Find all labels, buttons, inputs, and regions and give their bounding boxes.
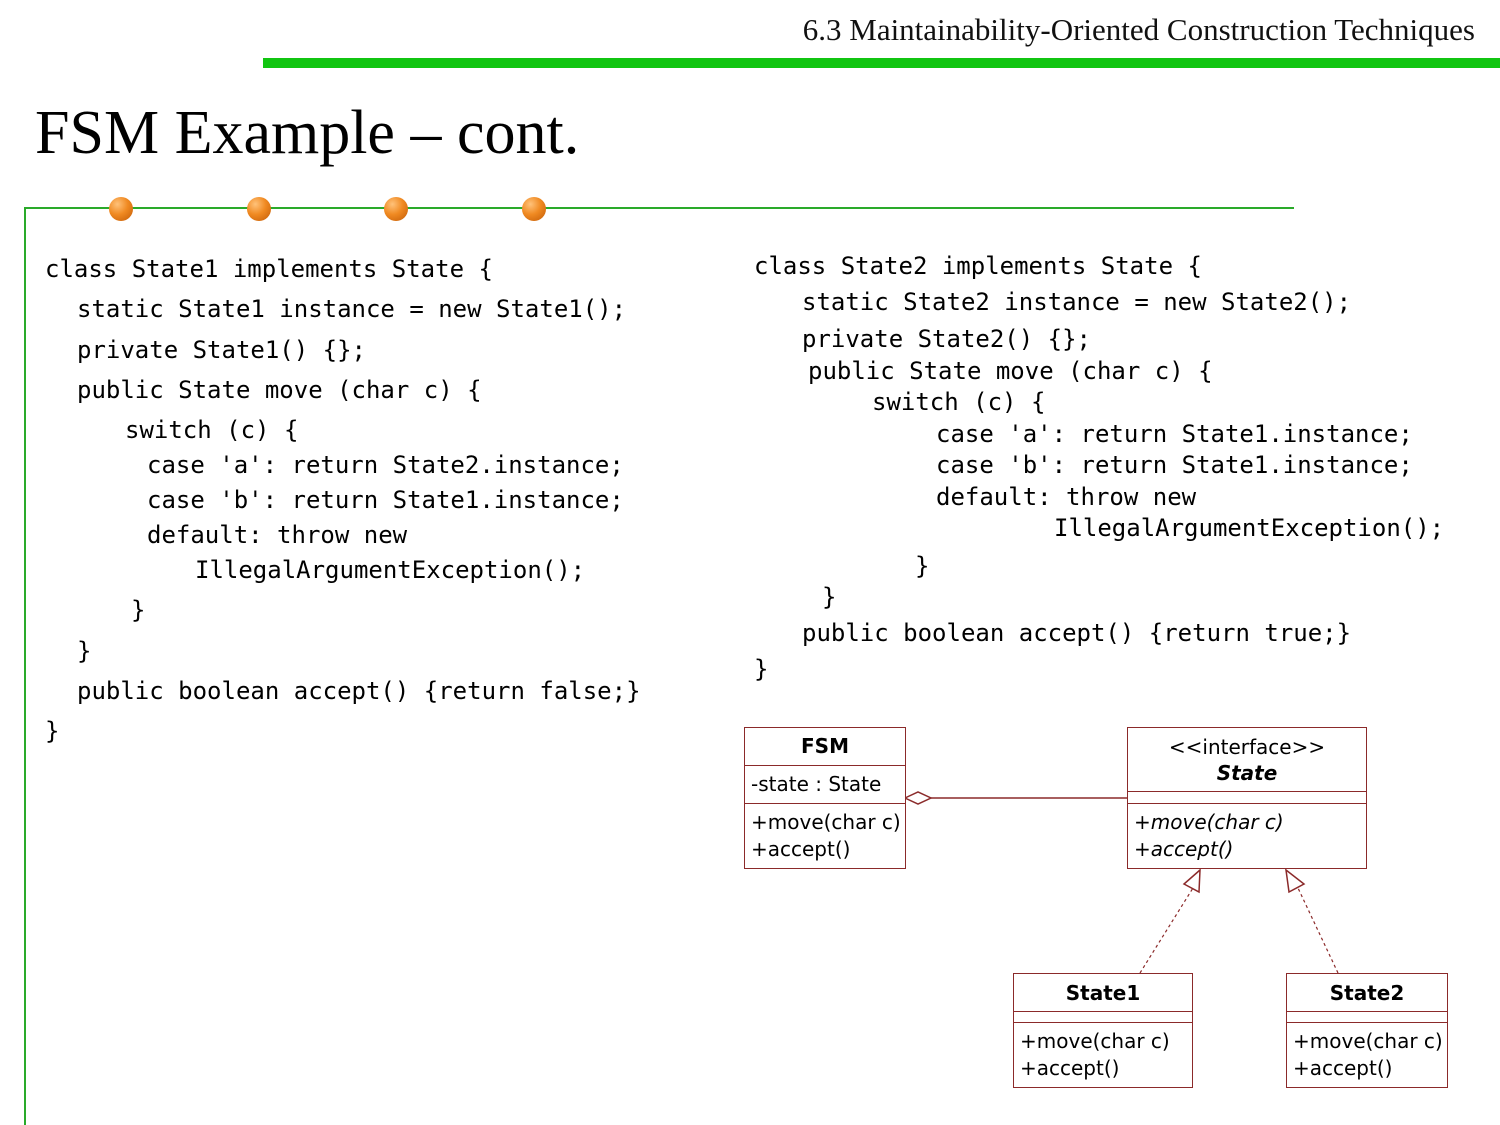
code-line: IllegalArgumentException(); bbox=[195, 556, 586, 584]
code-line: static State2 instance = new State2(); bbox=[802, 288, 1352, 316]
code-line: case 'a': return State1.instance; bbox=[936, 420, 1413, 448]
realization-arrowhead-state1 bbox=[1182, 868, 1201, 894]
decorative-dot bbox=[109, 197, 133, 221]
code-line: } bbox=[915, 552, 930, 580]
code-line: public boolean accept() {return true;} bbox=[802, 619, 1352, 647]
uml-method: +move(char c) bbox=[1293, 1029, 1443, 1053]
decorative-dot bbox=[247, 197, 271, 221]
code-line: public State move (char c) { bbox=[77, 376, 482, 404]
slide-title: FSM Example – cont. bbox=[35, 99, 580, 167]
code-line: } bbox=[45, 717, 60, 745]
uml-divider bbox=[1287, 1022, 1447, 1023]
uml-divider bbox=[745, 765, 905, 766]
decorative-dot bbox=[522, 197, 546, 221]
uml-method: +move(char c) bbox=[1020, 1029, 1170, 1053]
code-line: public State move (char c) { bbox=[808, 357, 1213, 385]
code-line: } bbox=[131, 596, 146, 624]
code-line: class State1 implements State { bbox=[45, 255, 493, 283]
uml-interface-state: <<interface>> State +move(char c) +accep… bbox=[1127, 727, 1367, 869]
code-line: } bbox=[77, 637, 92, 665]
code-line: switch (c) { bbox=[872, 388, 1046, 416]
uml-class-state1: State1 +move(char c) +accept() bbox=[1013, 973, 1193, 1088]
code-line: private State2() {}; bbox=[802, 325, 1091, 353]
uml-attribute: -state : State bbox=[751, 772, 882, 796]
left-border-line bbox=[24, 207, 26, 1125]
decorative-dot bbox=[384, 197, 408, 221]
uml-class-name: State1 bbox=[1065, 981, 1141, 1005]
header-accent-bar bbox=[263, 58, 1500, 68]
code-line: } bbox=[754, 655, 769, 683]
uml-class-name: FSM bbox=[801, 734, 849, 758]
uml-divider bbox=[1128, 791, 1366, 792]
code-line: } bbox=[822, 583, 837, 611]
uml-class-state2: State2 +move(char c) +accept() bbox=[1286, 973, 1448, 1088]
code-line: default: throw new bbox=[147, 521, 408, 549]
uml-divider bbox=[1014, 1011, 1192, 1012]
code-line: case 'a': return State2.instance; bbox=[147, 451, 624, 479]
uml-divider bbox=[1287, 1011, 1447, 1012]
section-title: 6.3 Maintainability-Oriented Constructio… bbox=[802, 12, 1475, 47]
code-line: class State2 implements State { bbox=[754, 252, 1202, 280]
uml-class-name: State bbox=[1216, 761, 1278, 785]
uml-method: +move(char c) bbox=[751, 810, 901, 834]
code-line: IllegalArgumentException(); bbox=[1054, 514, 1445, 542]
title-underline bbox=[24, 207, 1294, 209]
code-line: switch (c) { bbox=[125, 416, 299, 444]
code-line: static State1 instance = new State1(); bbox=[77, 295, 627, 323]
code-line: case 'b': return State1.instance; bbox=[936, 451, 1413, 479]
code-line: default: throw new bbox=[936, 483, 1197, 511]
uml-divider bbox=[1014, 1022, 1192, 1023]
uml-divider bbox=[745, 803, 905, 804]
code-line: case 'b': return State1.instance; bbox=[147, 486, 624, 514]
uml-method: +accept() bbox=[751, 837, 851, 861]
code-line: public boolean accept() {return false;} bbox=[77, 677, 641, 705]
realization-line-state2 bbox=[1297, 887, 1339, 974]
code-line: private State1() {}; bbox=[77, 336, 366, 364]
uml-class-fsm: FSM -state : State +move(char c) +accept… bbox=[744, 727, 906, 869]
uml-method: +move(char c) bbox=[1134, 810, 1284, 834]
aggregation-diamond bbox=[903, 791, 933, 805]
uml-method: +accept() bbox=[1020, 1056, 1120, 1080]
uml-stereotype: <<interface>> bbox=[1168, 735, 1326, 759]
uml-class-name: State2 bbox=[1329, 981, 1405, 1005]
uml-method: +accept() bbox=[1134, 837, 1234, 861]
realization-arrowhead-state2 bbox=[1285, 868, 1306, 894]
realization-line-state1 bbox=[1139, 887, 1194, 974]
uml-method: +accept() bbox=[1293, 1056, 1393, 1080]
uml-divider bbox=[1128, 803, 1366, 804]
